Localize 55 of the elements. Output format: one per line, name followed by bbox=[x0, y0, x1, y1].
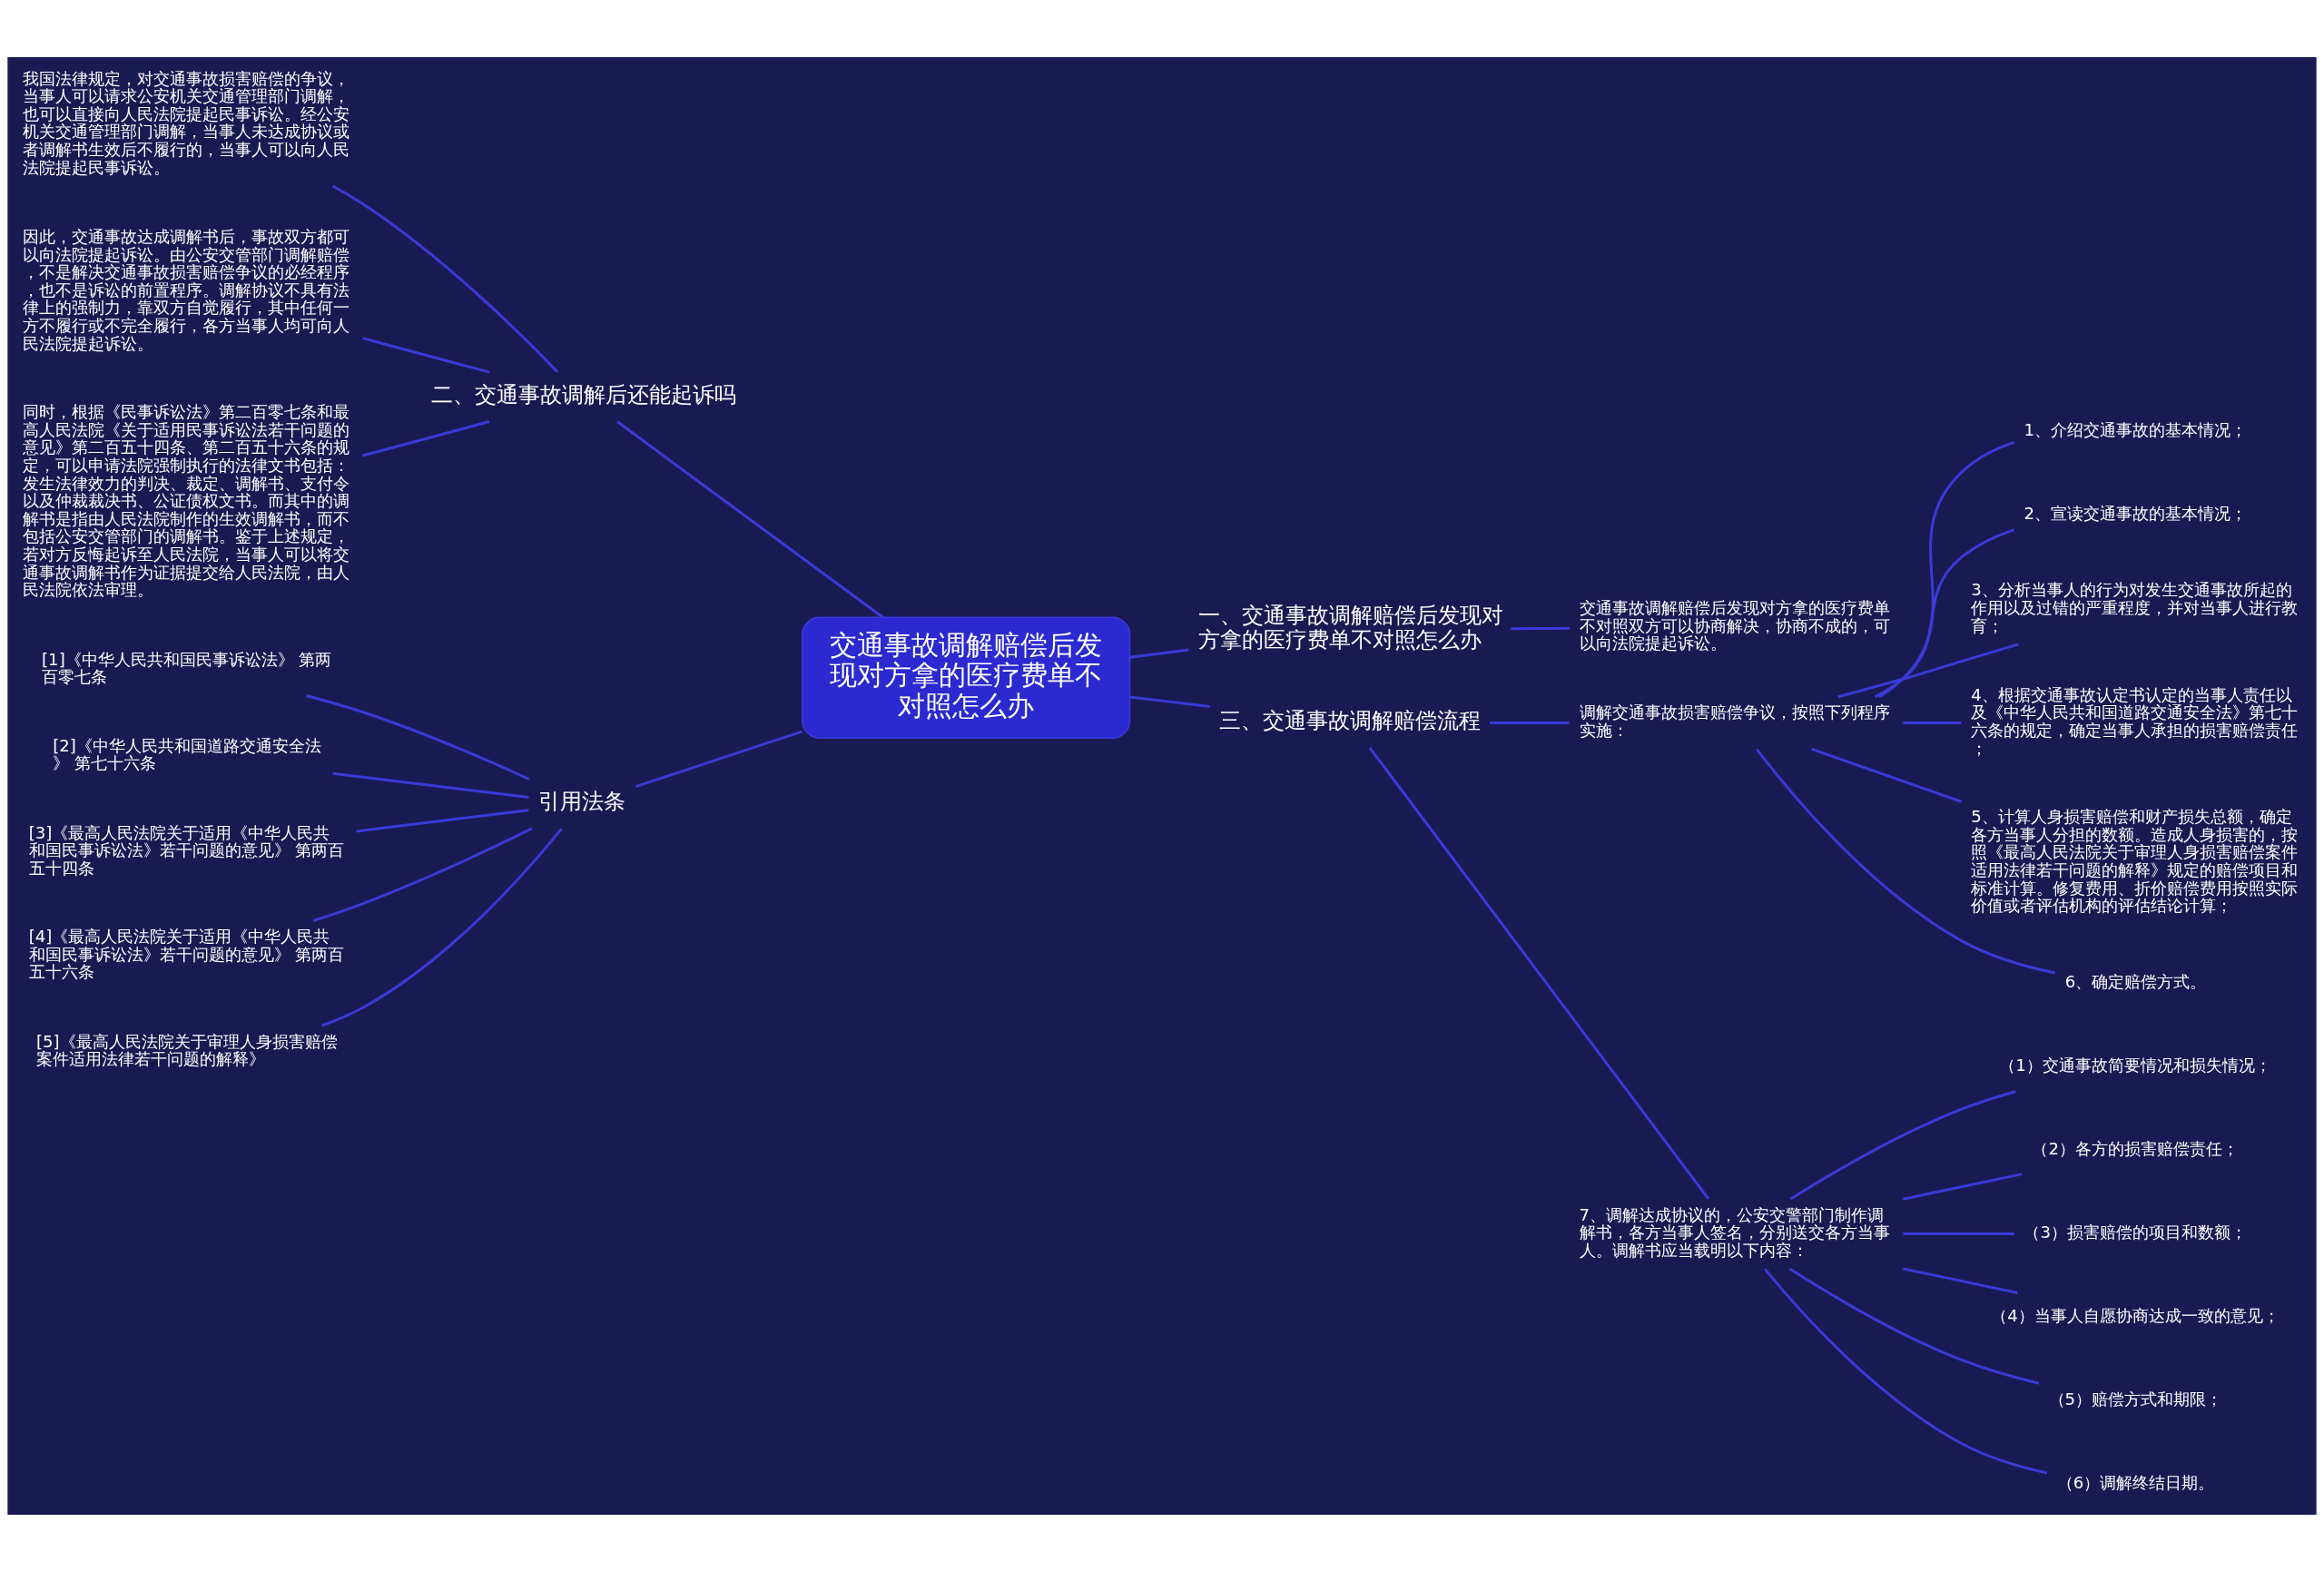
node-text: 因此，交通事故达成调解书后，事故双方都可以向法院提起诉讼。由公安交管部门调解赔偿，不是解决交通事故损害赔偿争议的必经程序，也不是诉讼的前置程序。调解协议不具有法律上的强制力，靠双方自觉履行，其中任何一方不履行或不完全履行，各方当事人均可向人民法院提起诉讼。 bbox=[22, 226, 350, 353]
connector bbox=[331, 184, 559, 373]
node-text: 4、根据交通事故认定书认定的当事人责任以及《中华人民共和国道路交通安全法》第七十六条的规定，确定当事人承担的损害赔偿责任； bbox=[1971, 684, 2299, 758]
node-text: 2、宣读交通事故的基本情况； bbox=[2024, 503, 2247, 523]
connector bbox=[356, 808, 529, 832]
connector bbox=[1811, 747, 1962, 803]
node-text: （5）赔偿方式和期限； bbox=[2048, 1389, 2223, 1409]
connector bbox=[1129, 695, 1210, 708]
connector bbox=[362, 419, 490, 457]
node-text: 3、分析当事人的行为对发生交通事故所起的作用以及过错的严重程度，并对当事人进行教育； bbox=[1971, 579, 2299, 635]
node-text: 交通事故调解赔偿后发现对方拿的医疗费单不对照双方可以协商解决，协商不成的，可以向法院提起诉讼。 bbox=[1579, 597, 1890, 653]
connector bbox=[321, 827, 563, 1026]
node-text: 我国法律规定，对交通事故损害赔偿的争议，当事人可以请求公安机关交通管理部门调解，也可以直接向人民法院提起民事诉讼。经公安机关交通管理部门调解，当事人未达成协议或者调解书生效后不履行的，当事人可以向人民法院提起民事诉讼。 bbox=[22, 68, 350, 177]
connector bbox=[1903, 1232, 2014, 1235]
node-text: [4]《最高人民法院关于适用《中华人民共和国民事诉讼法》若干问题的意见》 第两百五十六条 bbox=[28, 926, 345, 981]
node-text: [3]《最高人民法院关于适用《中华人民共和国民事诉讼法》若干问题的意见》 第两百五十四条 bbox=[28, 822, 345, 878]
connector bbox=[1878, 440, 2015, 698]
node-text: 1、介绍交通事故的基本情况； bbox=[2024, 419, 2247, 439]
node-text: （4）当事人自愿协商达成一致的意见； bbox=[1991, 1305, 2280, 1325]
connector bbox=[1903, 1267, 2018, 1294]
connector bbox=[362, 336, 490, 374]
node-text: [2]《中华人民共和国道路交通安全法》 第七十六条 bbox=[53, 735, 321, 772]
node-box: 交通事故调解赔偿后发现对方拿的医疗费单不对照怎么办 bbox=[802, 616, 1131, 739]
connector bbox=[1837, 642, 2019, 698]
node-text: （1）交通事故简要情况和损失情况； bbox=[1999, 1055, 2271, 1075]
connector bbox=[616, 420, 884, 619]
node-text: [1]《中华人民共和国民事诉讼法》 第两百零七条 bbox=[42, 649, 332, 686]
node-text: 5、计算人身损害赔偿和财产损失总额，确定各方当事人分担的数额。造成人身损害的，按照《最高人民法院关于审理人身损害赔偿案件适用法律若干问题的解释》规定的赔偿项目和标准计算。修复费用、折价赔偿费用按照实际价值或者评估机构的评估结论计算； bbox=[1971, 806, 2299, 915]
node-text: 三、交通事故调解赔偿流程 bbox=[1219, 707, 1482, 733]
connector bbox=[332, 771, 529, 799]
connector bbox=[1903, 1172, 2023, 1201]
connector bbox=[1874, 527, 2015, 698]
node-text: （3）损害赔偿的项目和数额； bbox=[2024, 1222, 2247, 1242]
connector bbox=[1903, 721, 1962, 724]
connector bbox=[1789, 1089, 2016, 1200]
connector bbox=[1368, 746, 1710, 1200]
node-text: 7、调解达成协议的，公安交警部门制作调解书，各方当事人签名，分别送交各方当事人。调解书应当载明以下内容： bbox=[1579, 1204, 1890, 1260]
connector bbox=[1511, 626, 1570, 630]
node-text: 调解交通事故损害赔偿争议，按照下列程序实施： bbox=[1579, 702, 1890, 740]
node-text: 一、交通事故调解赔偿后发现对方拿的医疗费单不对照怎么办 bbox=[1198, 602, 1503, 653]
connector bbox=[1788, 1267, 2040, 1385]
node-text: （2）各方的损害赔偿责任； bbox=[2032, 1138, 2239, 1158]
node-text: 二、交通事故调解后还能起诉吗 bbox=[430, 381, 736, 407]
connector bbox=[1756, 748, 2056, 974]
connector bbox=[312, 827, 533, 922]
node-text: 同时，根据《民事诉讼法》第二百零七条和最高人民法院《关于适用民事诉讼法若干问题的意见》第二百五十四条、第二百五十六条的规定，可以申请法院强制执行的法律文书包括：发生法律效力的判决、裁定、调解书、支付令以及仲裁裁决书、公证债权文书。而其中的调解书是指由人民法院制作的生效调解书，而不包括公安交管部门的调解书。鉴于上述规定，若对方反悔起诉至人民法院，当事人可以将交通事故调解书作为证据提交给人民法院，由人民法院依法审理。 bbox=[22, 401, 350, 599]
node-text: （6）调解终结日期。 bbox=[2056, 1472, 2215, 1492]
node-text: 引用法条 bbox=[538, 788, 626, 814]
connector bbox=[635, 730, 803, 788]
connector bbox=[306, 693, 530, 781]
connector bbox=[1129, 648, 1189, 659]
connector bbox=[1489, 721, 1570, 724]
connector bbox=[1764, 1267, 2048, 1474]
node-text: [5]《最高人民法院关于审理人身损害赔偿案件适用法律若干问题的解释》 bbox=[36, 1031, 338, 1068]
node-text: 6、确定赔偿方式。 bbox=[2064, 971, 2207, 991]
